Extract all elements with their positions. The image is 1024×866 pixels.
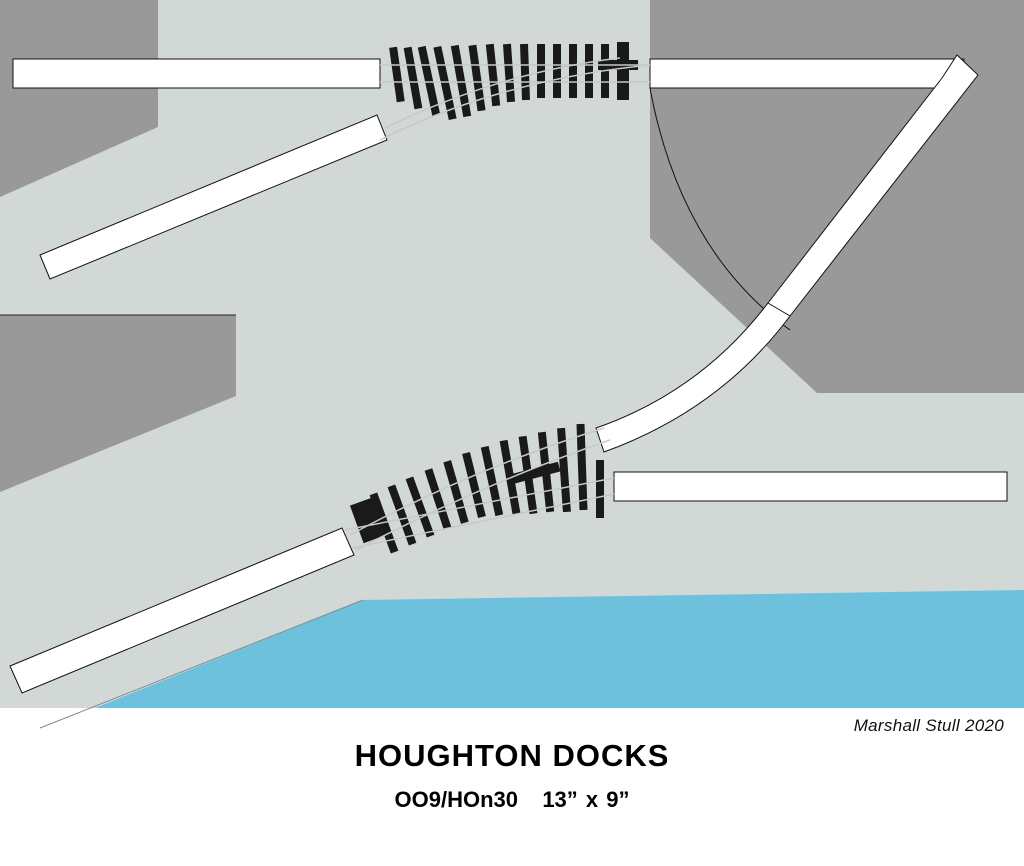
author-credit: Marshall Stull 2020 <box>853 716 1004 735</box>
track-lower-diagonal <box>9 527 355 694</box>
quay-edge-line <box>39 599 364 729</box>
plan-subtitle: OO9/HOn30 13” x 9” <box>394 787 630 812</box>
track-top-right <box>649 58 965 89</box>
baseboard-curve-line <box>649 87 791 331</box>
building-top-left <box>0 0 158 197</box>
water-area <box>95 590 1024 708</box>
track-lower-right <box>613 471 1008 502</box>
track-curved-joint <box>767 302 791 317</box>
track-top-left <box>12 58 381 89</box>
turnout-top <box>379 42 651 141</box>
building-mid-left <box>0 315 236 492</box>
track-top-diagonal <box>39 114 388 280</box>
turnout-lower <box>344 423 615 554</box>
track-curved-right <box>595 54 979 453</box>
plan-title: HOUGHTON DOCKS <box>354 738 670 773</box>
